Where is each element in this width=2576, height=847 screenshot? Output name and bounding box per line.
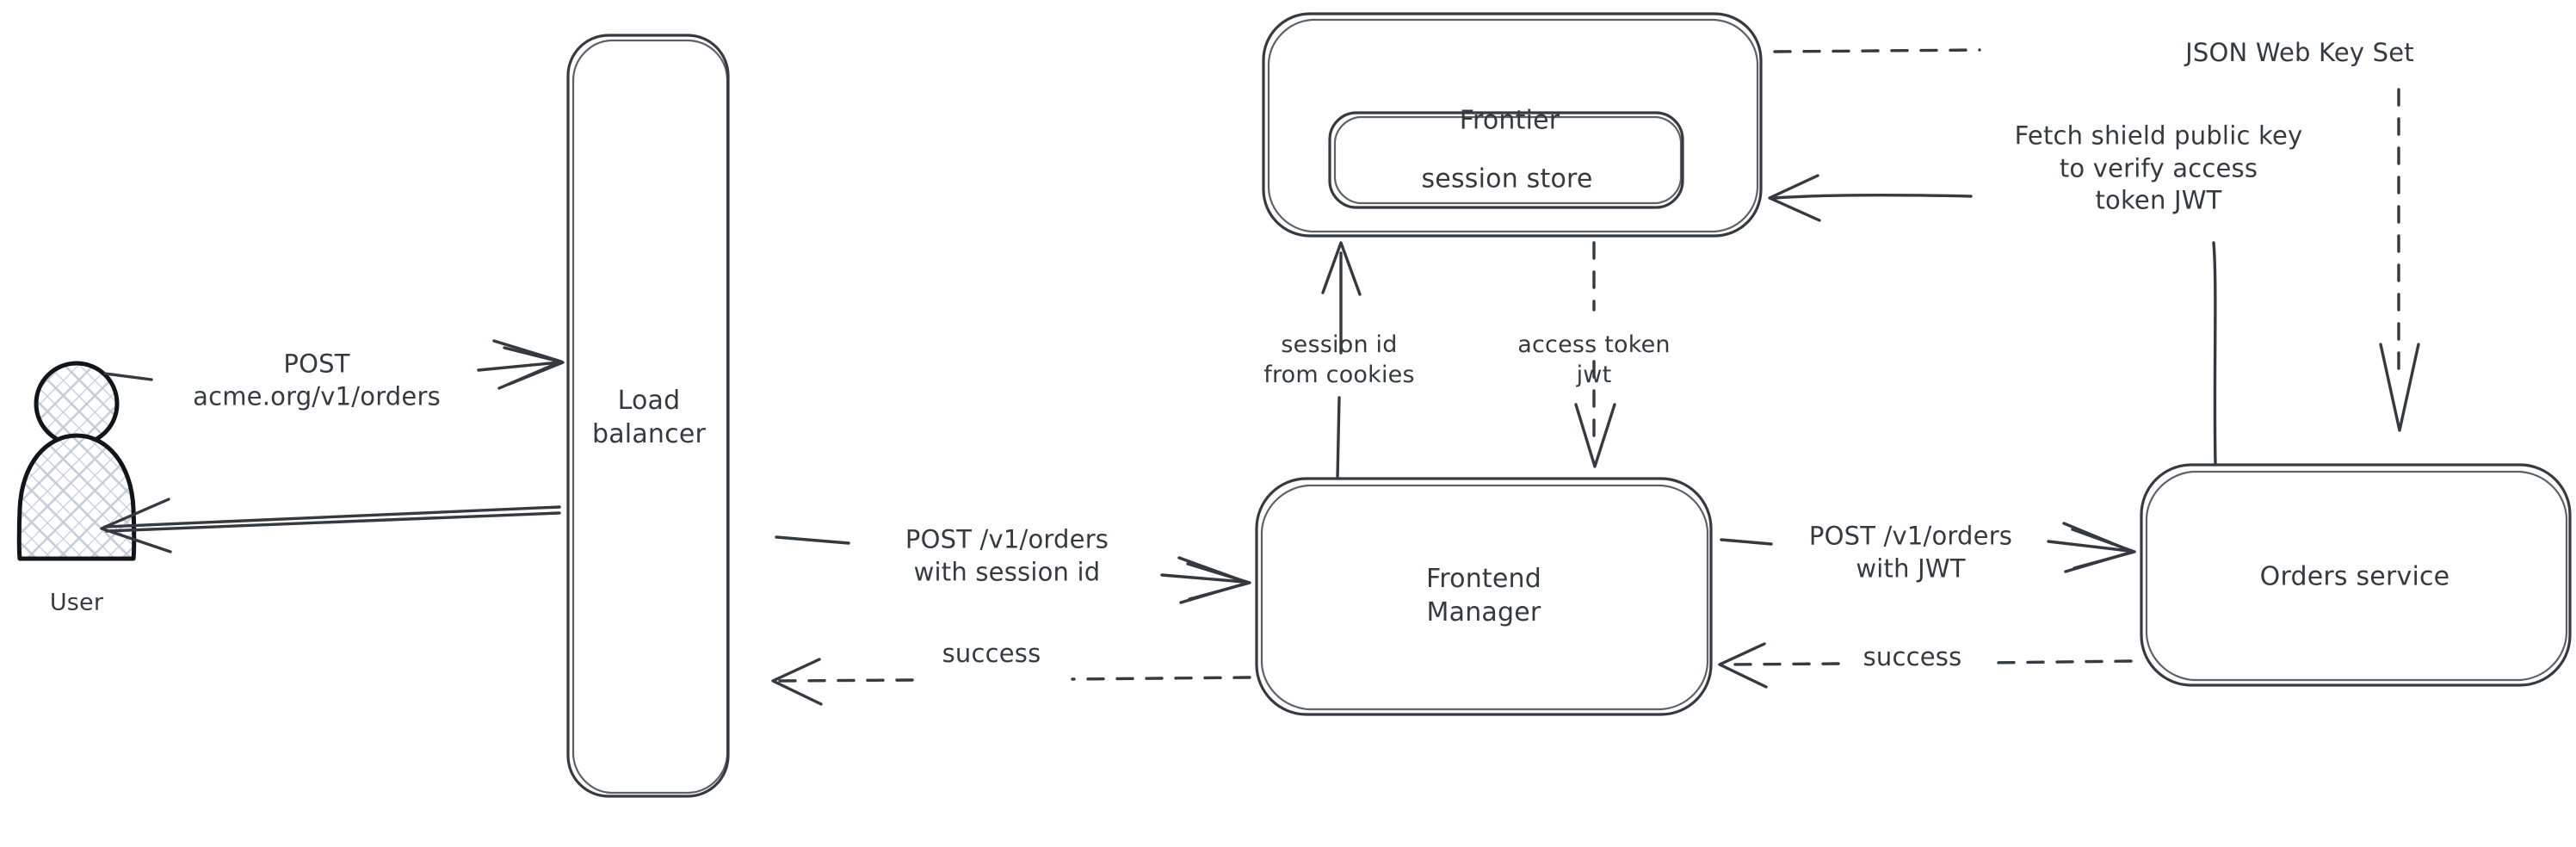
- edge-label-jwks: JSON Web Key Set: [2185, 38, 2414, 68]
- frontier-label: Frontier: [1459, 105, 1560, 136]
- edge-lb-to-fm: [775, 535, 1251, 604]
- edge-orders-to-fm-success: [1718, 642, 2133, 689]
- edge-frontier-to-fm: [1574, 241, 1616, 468]
- session-store-label: session store: [1421, 164, 1593, 195]
- edge-label-fm-to-frontier: session id from cookies: [1263, 331, 1415, 388]
- frontend-manager-label: Frontend Manager: [1426, 564, 1541, 628]
- edge-fm-to-orders: [1720, 522, 2136, 573]
- edge-jwks-to-orders: [1773, 48, 2420, 432]
- edge-fm-to-frontier: [1321, 241, 1362, 480]
- edge-user-to-lb: [103, 339, 565, 390]
- edge-label-orders-to-frontier: Fetch shield public key to verify access…: [2014, 121, 2303, 215]
- frontend-manager-shape[interactable]: [1255, 477, 1713, 716]
- edge-label-fm-to-lb-success: success: [942, 639, 1041, 669]
- orders-service-shape[interactable]: [2140, 463, 2572, 687]
- session-store-shape[interactable]: [1328, 111, 1684, 209]
- edge-label-user-to-lb: POST acme.org/v1/orders: [193, 349, 441, 411]
- edge-orders-to-frontier: [1768, 174, 2217, 467]
- user-label: User: [49, 589, 104, 616]
- load-balancer-shape[interactable]: [566, 34, 730, 798]
- edge-label-frontier-to-fm: access token jwt: [1517, 331, 1671, 388]
- orders-service-label: Orders service: [2259, 561, 2450, 592]
- edge-label-lb-to-fm: POST /v1/orders with session id: [905, 524, 1109, 586]
- edge-label-fm-to-orders: POST /v1/orders with JWT: [1808, 521, 2013, 583]
- load-balancer-label: Load balancer: [591, 386, 707, 449]
- edge-fm-to-lb-success: [771, 658, 1251, 706]
- edge-lb-to-user: [100, 498, 561, 553]
- edge-label-orders-to-fm-success: success: [1863, 642, 1962, 672]
